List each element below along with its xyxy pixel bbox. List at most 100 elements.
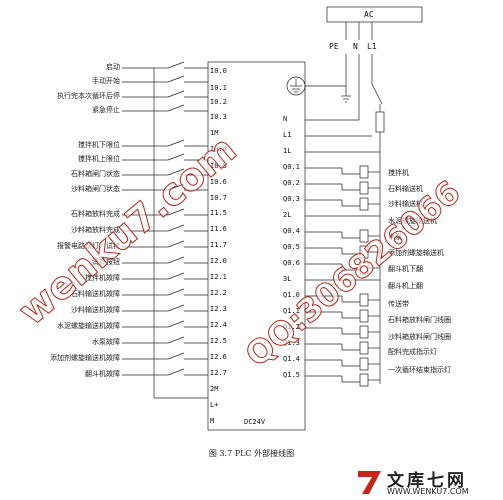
input-terminal: L+	[210, 401, 219, 409]
output-terminal: Q0.1	[283, 163, 300, 171]
output-label: 沙料箱放料闸门线圈	[388, 333, 451, 341]
switch-contact	[167, 139, 185, 147]
output-terminal: 1L	[283, 147, 292, 155]
input-terminal: I0.1	[210, 84, 227, 92]
output-terminal: Q1.3	[283, 339, 300, 347]
input-terminal: I0.7	[210, 194, 227, 202]
pe-label: PE	[329, 42, 339, 51]
output-label: 水泥螺旋输送机	[388, 217, 437, 225]
input-terminal: I0.4	[210, 145, 227, 153]
load-coil	[359, 181, 369, 195]
load-coil	[359, 325, 369, 339]
load-coil	[359, 293, 369, 307]
load-coil	[359, 165, 369, 179]
input-label: 紧急停止	[92, 106, 120, 114]
load-coil	[359, 309, 369, 323]
output-terminal: Q0.3	[283, 195, 300, 203]
switch-contact	[167, 61, 185, 69]
input-label: 沙料箱闸门状态	[71, 185, 120, 193]
l1-label: L1	[367, 42, 377, 51]
switch-contact	[167, 320, 185, 328]
switch-contact	[167, 288, 185, 296]
output-terminal: Q0.2	[283, 179, 300, 187]
switch-contact	[167, 272, 185, 280]
switch-contact	[167, 256, 185, 264]
load-coil	[359, 373, 369, 387]
output-label: 沙料输送机	[388, 200, 423, 208]
logo-seven-icon	[358, 471, 381, 494]
load-coil	[359, 197, 369, 211]
switch-contact	[167, 224, 185, 232]
input-terminal: I2.0	[210, 257, 227, 265]
output-label: 翻斗机上翻	[388, 282, 423, 290]
input-label: 添加剂螺旋输送机故障	[50, 354, 120, 362]
input-label: 报警电路试灯、试铃	[57, 242, 120, 250]
input-label: 水泥螺旋输送机故障	[57, 322, 120, 330]
input-label: 石料输送机故障	[71, 290, 120, 298]
switch-contact	[167, 352, 185, 360]
switch-contact	[167, 75, 185, 83]
output-label: 石料箱放料闸门线圈	[388, 316, 451, 324]
input-terminal: I2.4	[210, 321, 227, 329]
switch-contact	[167, 104, 185, 112]
input-label: 消铃按钮	[92, 258, 120, 266]
input-terminal: I1.5	[210, 209, 227, 217]
input-label: 启动	[106, 63, 120, 71]
output-terminal: Q0.5	[283, 243, 300, 251]
input-label: 沙料输送机故障	[71, 306, 120, 314]
input-label: 石料箱放料完成	[71, 210, 120, 218]
input-terminal: 1M	[210, 129, 219, 137]
switch-contact	[167, 240, 185, 248]
output-label: 添加剂螺旋输送机	[388, 249, 444, 257]
logo-text-url: WWW.WENKU7.COM	[387, 487, 469, 496]
switch-contact	[167, 153, 185, 161]
load-coil	[359, 341, 369, 355]
input-terminal: I0.2	[210, 98, 227, 106]
input-terminal: I0.0	[210, 67, 227, 75]
input-label: 水泵故障	[92, 338, 120, 346]
output-terminal: Q1.5	[283, 371, 300, 379]
switch-contact	[167, 208, 185, 216]
input-terminal: I2.2	[210, 289, 227, 297]
input-label: 石料箱闸门状态	[71, 170, 120, 178]
output-label: 石料输送机	[388, 185, 423, 193]
input-terminal: I2.3	[210, 305, 227, 313]
output-terminal: Q0.6	[283, 259, 300, 267]
output-label: 翻斗机下翻	[388, 265, 423, 273]
output-label: 配料完成指示灯	[388, 348, 437, 356]
output-terminal: Q1.4	[283, 355, 300, 363]
input-label: 搅拌机上限位	[78, 155, 120, 163]
n-label: N	[353, 42, 358, 51]
input-terminal: I2.1	[210, 273, 227, 281]
input-label: 沙料箱放料完成	[71, 226, 120, 234]
plc-power-label: DC24V	[244, 418, 266, 426]
input-terminal: 2M	[210, 385, 219, 393]
input-terminal: I2.6	[210, 353, 227, 361]
switch-contact	[167, 90, 185, 98]
switch-contact	[167, 368, 185, 376]
input-terminal: I0.3	[210, 113, 227, 121]
switch-contact	[167, 183, 185, 191]
switch-contact	[167, 336, 185, 344]
input-label: 搅拌机下限位	[78, 141, 120, 149]
output-label: 一次循环结束指示灯	[388, 366, 451, 374]
input-terminal: I1.6	[210, 225, 227, 233]
switch-contact	[167, 304, 185, 312]
output-terminal: L1	[283, 131, 292, 139]
input-terminal: I1.7	[210, 241, 227, 249]
input-label: 手动开始	[92, 77, 120, 85]
input-terminal: I2.5	[210, 337, 227, 345]
ac-label: AC	[364, 10, 374, 19]
output-terminal: 2L	[283, 211, 292, 219]
output-terminal: 3L	[283, 275, 292, 283]
output-terminal: N	[283, 115, 288, 123]
output-label: 传送带	[388, 300, 409, 308]
input-label: 搅拌机故障	[85, 274, 120, 282]
input-terminal: M	[210, 417, 215, 425]
input-terminal: I0.6	[210, 178, 227, 186]
output-terminal: Q0.4	[283, 227, 300, 235]
switch-contact	[167, 168, 185, 176]
output-terminal: Q1.1	[283, 307, 300, 315]
input-label: 执行完本次循环后停	[57, 92, 120, 100]
